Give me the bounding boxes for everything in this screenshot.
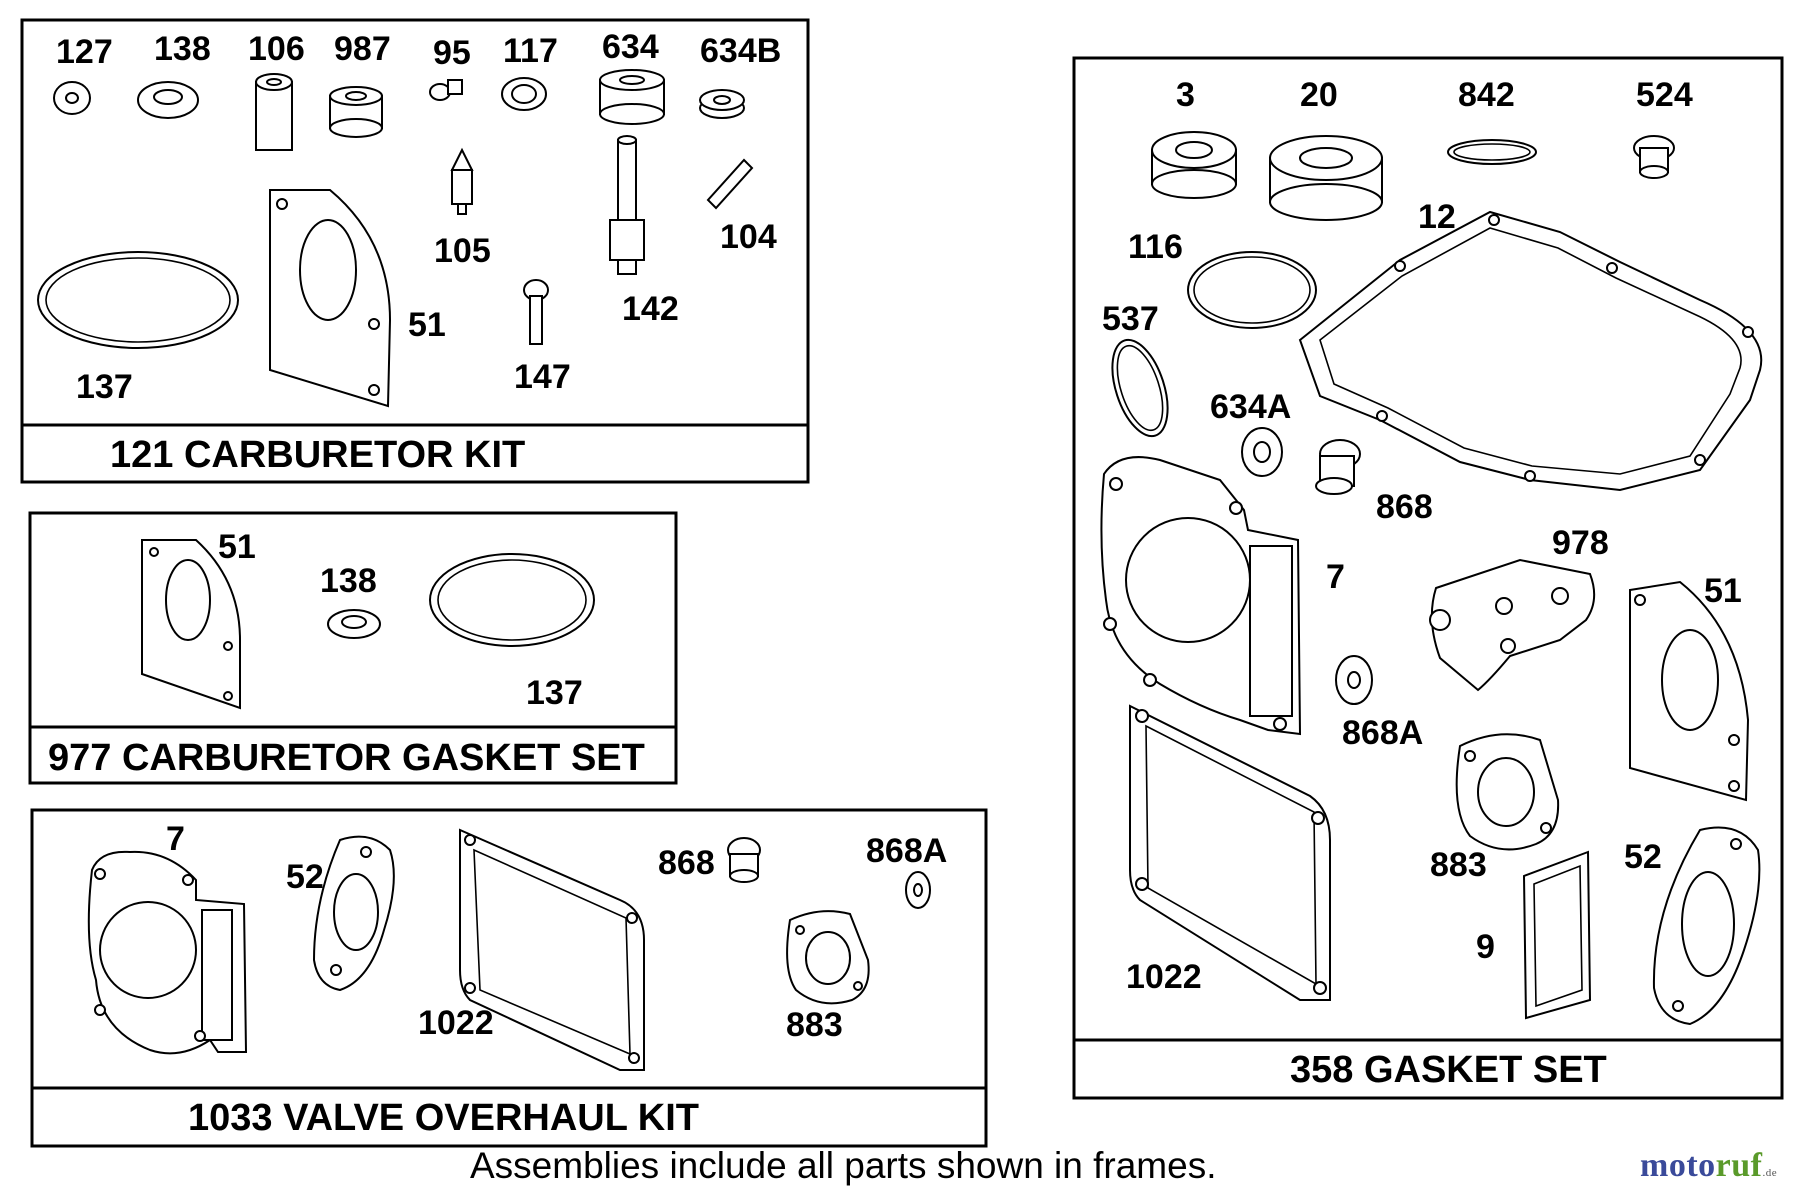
part-137-oring-small: [429, 553, 595, 647]
label-883-gasket: 883: [1430, 846, 1487, 884]
label-3: 3: [1176, 76, 1195, 114]
label-142: 142: [622, 290, 679, 328]
part-1022-cover-gasket-large: [1129, 704, 1331, 1001]
part-634a-seal: [1241, 427, 1283, 477]
part-138-washer-small: [327, 609, 381, 639]
label-537: 537: [1102, 300, 1159, 338]
part-52-gasket: [312, 835, 395, 992]
part-51-plate: [269, 189, 392, 408]
part-537-oring: [1111, 338, 1169, 438]
label-634b: 634B: [700, 32, 781, 70]
footer-note: Assemblies include all parts shown in fr…: [470, 1145, 1217, 1186]
part-20-seal: [1269, 135, 1383, 221]
valve-overhaul-kit-frame: [30, 808, 988, 1148]
label-9: 9: [1476, 928, 1495, 966]
part-987-ring: [329, 86, 383, 138]
part-117-spring: [501, 77, 547, 111]
label-868-gasket: 868: [1376, 488, 1433, 526]
carburetor-kit-frame: [20, 18, 810, 484]
label-51-gasket: 51: [1704, 572, 1742, 610]
part-978-bracket: [1429, 558, 1596, 692]
part-7-head-gasket: [87, 850, 248, 1055]
label-12: 12: [1418, 198, 1456, 236]
part-105-needle: [450, 147, 474, 215]
label-138: 138: [154, 30, 211, 68]
label-138-small: 138: [320, 562, 377, 600]
label-52-gasket: 52: [1624, 838, 1662, 876]
label-116: 116: [1128, 228, 1183, 266]
part-842-oring: [1447, 139, 1537, 165]
part-137-oring: [37, 251, 239, 349]
label-7-valve: 7: [166, 820, 185, 858]
gasket-set-title: 358 GASKET SET: [1290, 1049, 1607, 1091]
label-883-valve: 883: [786, 1006, 843, 1044]
part-116-oring: [1187, 251, 1317, 329]
label-127: 127: [56, 33, 113, 71]
part-868-seal-gasket: [1315, 439, 1361, 495]
label-117: 117: [503, 32, 558, 70]
part-7-head-gasket-large: [1100, 456, 1302, 736]
label-95: 95: [433, 34, 471, 72]
label-52-valve: 52: [286, 858, 324, 896]
label-1022-gasket: 1022: [1126, 958, 1202, 996]
label-106: 106: [248, 30, 305, 68]
part-3-seal: [1151, 131, 1237, 199]
label-868a-gasket: 868A: [1342, 714, 1423, 752]
part-524-plug: [1633, 135, 1675, 179]
part-868a-washer: [905, 871, 931, 909]
part-9-gasket: [1522, 850, 1592, 1020]
part-52-gasket-large: [1652, 826, 1761, 1026]
part-868a-washer-gasket: [1335, 655, 1373, 705]
part-634b-seal: [699, 89, 745, 119]
part-51-plate-gasket: [1629, 580, 1750, 802]
gasket-set-frame: [1072, 56, 1784, 1100]
carburetor-gasket-set-frame: [28, 511, 678, 785]
label-634a: 634A: [1210, 388, 1291, 426]
part-95-screw: [429, 79, 463, 101]
label-842: 842: [1458, 76, 1515, 114]
valve-overhaul-kit-title: 1033 VALVE OVERHAUL KIT: [188, 1097, 699, 1139]
carburetor-gasket-set-title: 977 CARBURETOR GASKET SET: [48, 737, 645, 779]
label-524: 524: [1636, 76, 1693, 114]
part-104-pin: [706, 158, 754, 210]
part-883-gasket-large: [1455, 733, 1560, 851]
label-868-valve: 868: [658, 844, 715, 882]
label-634: 634: [602, 28, 659, 66]
label-51-small: 51: [218, 528, 256, 566]
part-12-crankcase-gasket: [1298, 210, 1763, 492]
label-104: 104: [720, 218, 777, 256]
part-142-nozzle: [609, 135, 645, 275]
part-1022-cover-gasket: [459, 828, 645, 1071]
part-51-plate-small: [141, 539, 241, 710]
part-127: [53, 81, 91, 115]
part-868-seal: [727, 837, 761, 883]
label-868a-valve: 868A: [866, 832, 947, 870]
part-138-washer: [137, 81, 199, 119]
label-51: 51: [408, 306, 446, 344]
label-978: 978: [1552, 524, 1609, 562]
label-105: 105: [434, 232, 491, 270]
label-137: 137: [76, 368, 133, 406]
part-883-gasket: [786, 910, 870, 1005]
label-20: 20: [1300, 76, 1338, 114]
label-7-gasket: 7: [1326, 558, 1345, 596]
label-987: 987: [334, 30, 391, 68]
label-147: 147: [514, 358, 571, 396]
label-137-small: 137: [526, 674, 583, 712]
motoruf-logo: motoruf.de: [1640, 1147, 1778, 1184]
carburetor-kit-title: 121 CARBURETOR KIT: [110, 434, 525, 476]
part-106-sleeve: [255, 73, 293, 151]
label-1022-valve: 1022: [418, 1004, 494, 1042]
part-147-screw: [523, 279, 549, 345]
part-634-seal: [599, 69, 665, 125]
